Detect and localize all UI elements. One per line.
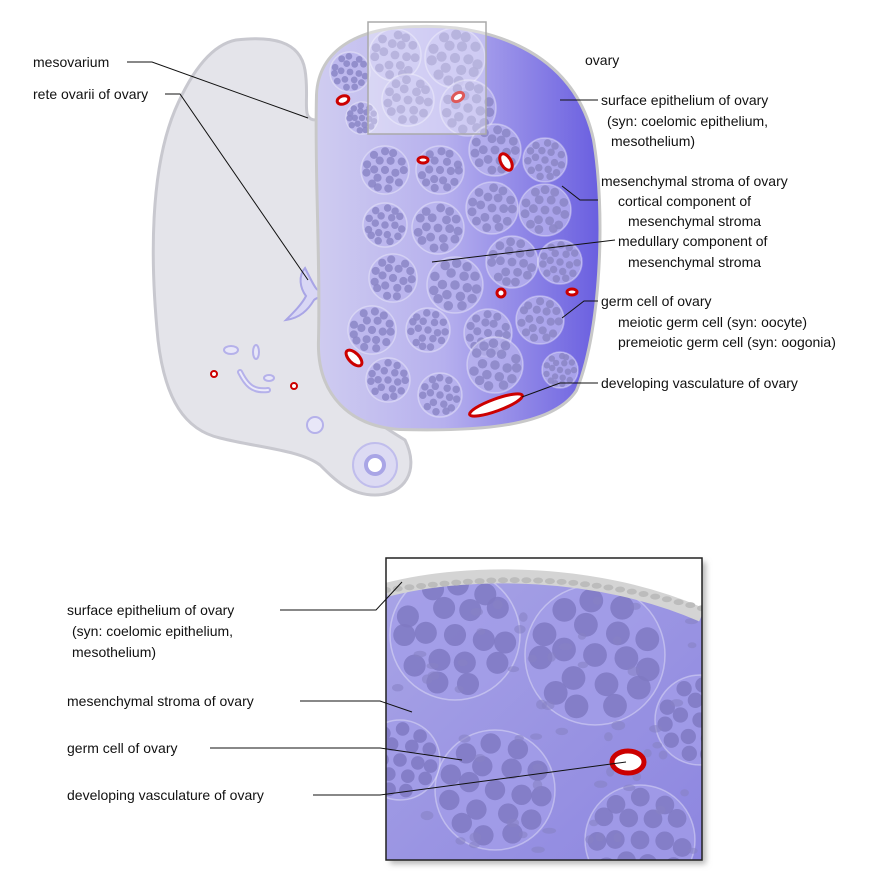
inset-label-surface: surface epithelium of ovary <box>67 602 235 618</box>
vasculature <box>335 90 579 418</box>
inset-label-surface-syn-1: (syn: coelomic epithelium, <box>72 623 234 639</box>
inset-label-vasc: developing vasculature of ovary <box>67 787 264 803</box>
label-meiotic: meiotic germ cell (syn: oocyte) <box>618 314 808 330</box>
label-medullary-2: mesenchymal stroma <box>628 254 762 270</box>
label-surface-epithelium: surface epithelium of ovary <box>601 92 769 108</box>
leader-inset-stroma <box>300 700 413 713</box>
label-medullary-1: medullary component of <box>618 233 768 249</box>
leader-inset-surface <box>280 581 403 611</box>
inset-label-germ: germ cell of ovary <box>67 740 178 756</box>
leader-vasc <box>521 382 598 398</box>
zoom-selection-box <box>367 21 487 135</box>
label-cortical-1: cortical component of <box>618 193 752 209</box>
inset-epithelium-cells <box>386 577 702 612</box>
label-cortical-2: mesenchymal stroma <box>628 213 762 229</box>
label-vasculature: developing vasculature of ovary <box>601 375 798 391</box>
leader-inset-vasc <box>313 761 627 796</box>
label-rete-ovarii: rete ovarii of ovary <box>33 86 149 102</box>
leader-germ <box>561 300 598 319</box>
label-premeiotic: premeiotic germ cell (syn: oogonia) <box>618 334 836 350</box>
label-germ-cell: germ cell of ovary <box>601 293 712 309</box>
inset-vessel <box>609 748 647 776</box>
inset-label-stroma: mesenchymal stroma of ovary <box>67 693 254 709</box>
leader-lines <box>127 61 627 796</box>
leader-medullary <box>431 239 616 263</box>
label-surface-syn-2: mesothelium) <box>611 133 696 149</box>
leader-rete <box>165 93 309 281</box>
leader-mesovarium <box>127 61 309 119</box>
inset-panel <box>385 557 703 861</box>
label-mesovarium: mesovarium <box>33 54 110 70</box>
ovary-body <box>314 24 602 432</box>
mesovarium-tissue <box>151 37 413 497</box>
label-mesenchymal-stroma: mesenchymal stroma of ovary <box>601 173 788 189</box>
label-surface-syn-1: (syn: coelomic epithelium, <box>607 113 769 129</box>
label-ovary: ovary <box>585 52 620 68</box>
inset-germ-cell-nests <box>386 569 702 860</box>
leader-stroma <box>561 185 598 201</box>
inset-label-surface-syn-2: mesothelium) <box>72 644 157 660</box>
leader-inset-germ <box>210 747 463 761</box>
